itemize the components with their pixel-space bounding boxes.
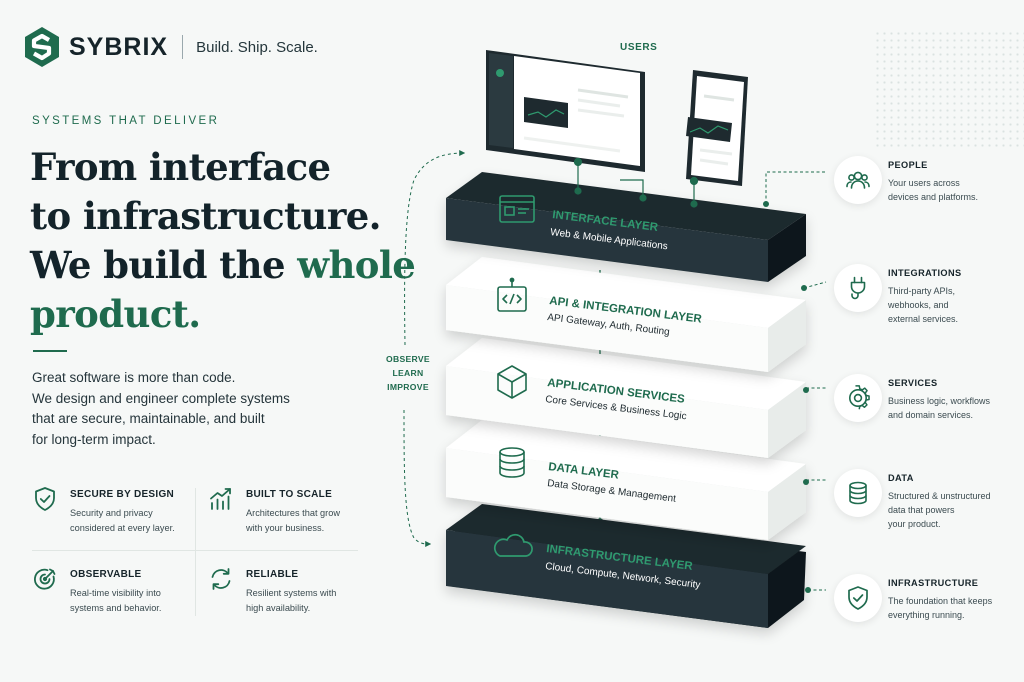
card-line: Third-party APIs,: [888, 286, 956, 296]
desktop-device: [486, 50, 645, 172]
brand-name: SYBRIX: [69, 32, 169, 61]
card-line: your product.: [888, 519, 941, 529]
feedback-loop: [403, 150, 466, 548]
card-line: everything running.: [888, 610, 965, 620]
brand-tagline: Build. Ship. Scale.: [196, 38, 318, 56]
feature-description: Real-time visibility into systems and beh…: [70, 586, 161, 616]
card-title: PEOPLE: [888, 160, 928, 170]
people-icon: [846, 171, 870, 189]
feature-line: Real-time visibility into: [70, 588, 161, 598]
intro-paragraph: Great software is more than code. We des…: [32, 368, 332, 450]
feature-line: with your business.: [246, 523, 325, 533]
code-brackets-icon: [497, 277, 527, 312]
feature-line: systems and behavior.: [70, 603, 162, 613]
database-icon: [849, 481, 867, 505]
brand-header: SYBRIX Build. Ship. Scale.: [24, 26, 318, 68]
card-line: and domain services.: [888, 410, 974, 420]
bar-chart-growth-icon: [210, 488, 231, 510]
card-connectors: [763, 171, 827, 593]
eyebrow-text: SYSTEMS THAT DELIVER: [32, 115, 220, 127]
feature-title: RELIABLE: [246, 569, 299, 580]
feedback-loop-label: OBSERVE LEARN IMPROVE: [382, 352, 434, 394]
feature-divider-vertical: [195, 488, 196, 616]
sybrix-logo-icon: [25, 27, 59, 67]
accent-rule: [33, 350, 67, 352]
feature-description: Architectures that grow with your busines…: [246, 506, 340, 536]
feature-title: BUILT TO SCALE: [246, 489, 333, 500]
card-title: SERVICES: [888, 378, 938, 388]
feature-line: Security and privacy: [70, 508, 153, 518]
headline-line-1: From interface: [30, 145, 331, 189]
headline-line-3: We build the whole: [30, 241, 416, 290]
feature-line: considered at every layer.: [70, 523, 175, 533]
device-connectors: [573, 157, 699, 208]
card-description: Your users across devices and platforms.: [888, 176, 978, 204]
card-icon-wrap: [834, 469, 882, 517]
gear-icon: [849, 385, 870, 410]
card-description: Third-party APIs, webhooks, and external s…: [888, 284, 958, 326]
feature-title: SECURE BY DESIGN: [70, 489, 175, 500]
plug-icon: [850, 276, 866, 300]
card-line: Structured & unstructured: [888, 491, 991, 501]
hero-headline: From interface to infrastructure. We bui…: [30, 143, 416, 339]
card-services: SERVICES Business logic, workflows and do…: [820, 364, 1014, 444]
dot-pattern: [874, 30, 1024, 150]
intro-line-4: for long-term impact.: [32, 431, 156, 447]
feature-line: Architectures that grow: [246, 508, 340, 518]
feature-title: OBSERVABLE: [70, 569, 142, 580]
card-icon-wrap: [834, 264, 882, 312]
card-icon-wrap: [834, 574, 882, 622]
layer-data[interactable]: [446, 420, 806, 540]
feature-line: high availability.: [246, 603, 311, 613]
card-line: webhooks, and: [888, 300, 949, 310]
loop-step: OBSERVE: [386, 354, 430, 364]
card-icon-wrap: [834, 374, 882, 422]
card-integrations: INTEGRATIONS Third-party APIs, webhooks, …: [820, 254, 1014, 334]
cloud-icon: [493, 533, 533, 557]
headline-line-4: product.: [30, 292, 201, 336]
card-description: The foundation that keeps everything runn…: [888, 594, 992, 622]
brand-divider: [182, 35, 184, 59]
card-infrastructure: INFRASTRUCTURE The foundation that keeps…: [820, 564, 1014, 644]
layer-interface[interactable]: [446, 172, 806, 282]
card-data: DATA Structured & unstructured data that …: [820, 459, 1014, 539]
target-icon: [33, 568, 56, 590]
card-line: The foundation that keeps: [888, 596, 993, 606]
card-description: Business logic, workflows and domain serv…: [888, 394, 990, 422]
cube-icon: [497, 365, 527, 399]
loop-step: IMPROVE: [387, 382, 429, 392]
database-icon: [499, 447, 525, 478]
users-label: USERS: [620, 42, 658, 53]
feature-line: Resilient systems with: [246, 588, 337, 598]
card-line: Your users across: [888, 178, 960, 188]
card-line: devices and platforms.: [888, 192, 979, 202]
card-title: INFRASTRUCTURE: [888, 578, 979, 588]
card-line: external services.: [888, 314, 959, 324]
headline-accent: whole: [297, 243, 416, 287]
feature-description: Resilient systems with high availability.: [246, 586, 336, 616]
mobile-device: [686, 70, 748, 186]
refresh-cycle-icon: [211, 568, 231, 590]
feature-description: Security and privacy considered at every …: [70, 506, 175, 536]
card-title: DATA: [888, 473, 914, 483]
layer-infrastructure[interactable]: [446, 504, 806, 628]
shield-check-icon: [35, 487, 55, 511]
intro-line-2: We design and engineer complete systems: [32, 390, 290, 406]
feature-grid: SECURE BY DESIGN Security and privacy con…: [28, 480, 358, 620]
loop-step: LEARN: [392, 368, 424, 378]
card-description: Structured & unstructured data that power…: [888, 489, 991, 531]
headline-line-3-start: We build the: [30, 243, 298, 287]
intro-line-1: Great software is more than code.: [32, 370, 236, 385]
shield-check-icon: [848, 586, 868, 610]
feature-divider-horizontal: [32, 550, 358, 551]
intro-line-3: that are secure, maintainable, and built: [32, 411, 265, 426]
card-people: PEOPLE Your users across devices and plat…: [820, 146, 1014, 226]
headline-line-2: to infrastructure.: [30, 194, 382, 238]
browser-window-icon: [499, 195, 535, 223]
card-line: data that powers: [888, 505, 955, 515]
card-title: INTEGRATIONS: [888, 268, 962, 278]
card-icon-wrap: [834, 156, 882, 204]
card-line: Business logic, workflows: [888, 396, 991, 406]
